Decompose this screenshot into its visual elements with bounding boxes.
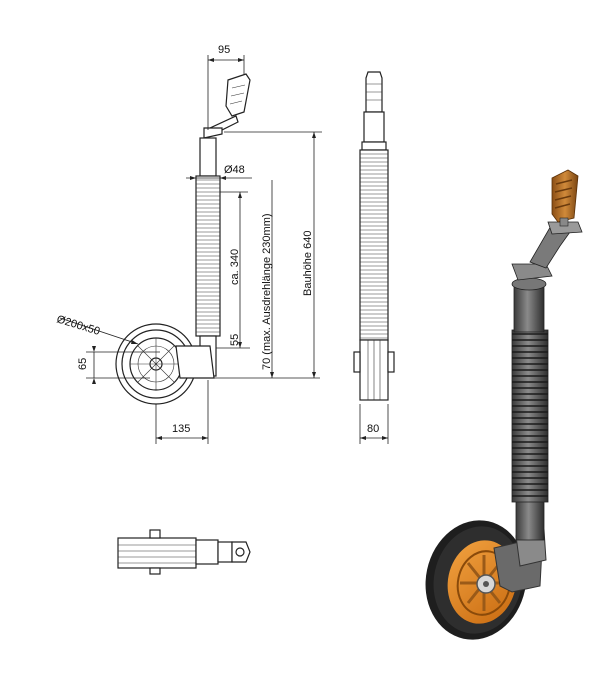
dim-340: ca. 340: [220, 191, 248, 348]
dim-80-label: 80: [367, 423, 379, 435]
front-bellows: [359, 149, 389, 341]
front-wheel: [353, 339, 395, 401]
dim-95-label: 95: [218, 44, 230, 56]
dim-80: 80: [359, 404, 389, 444]
side-bellows: [195, 175, 221, 337]
dim-640: Bauhöhe 640: [224, 131, 322, 378]
dim-640-label: Bauhöhe 640: [302, 231, 314, 296]
top-fork: [195, 539, 219, 565]
render-wheel: [425, 520, 527, 640]
dim-65-label: 65: [77, 358, 89, 370]
dim-70-label: 70 (max. Ausdrehlänge 230mm): [261, 213, 273, 370]
front-upper-tube: [363, 111, 385, 143]
top-wheel: [117, 537, 197, 569]
dim-wheel-diameter-label: Ø200x50: [55, 313, 101, 338]
dim-135-label: 135: [172, 423, 190, 435]
render-lower-tube: [515, 499, 545, 541]
dim-55: 55: [216, 334, 250, 349]
side-upper-tube: [199, 137, 217, 177]
rendered-jack: [425, 169, 583, 640]
render-upper-tube: [513, 283, 545, 333]
dim-diameter-48-label: Ø48: [224, 164, 245, 176]
side-view: 95 Ø48 ca. 340 55 70 (max. Ausdrehlänge …: [55, 44, 322, 444]
render-crank-arm: [529, 223, 571, 269]
dim-340-label: ca. 340: [229, 249, 241, 285]
dim-135: 135: [155, 380, 209, 444]
dim-95: 95: [207, 44, 245, 130]
dim-65: 65: [77, 346, 160, 384]
render-handle: [551, 169, 579, 227]
side-crank-handle: [203, 73, 251, 139]
dim-55-label: 55: [229, 334, 241, 346]
render-bellows: [511, 329, 549, 503]
top-view: [117, 529, 251, 575]
dim-diameter-48: Ø48: [186, 164, 252, 180]
dim-70: 70 (max. Ausdrehlänge 230mm): [214, 180, 320, 379]
front-view: 80: [353, 71, 395, 444]
